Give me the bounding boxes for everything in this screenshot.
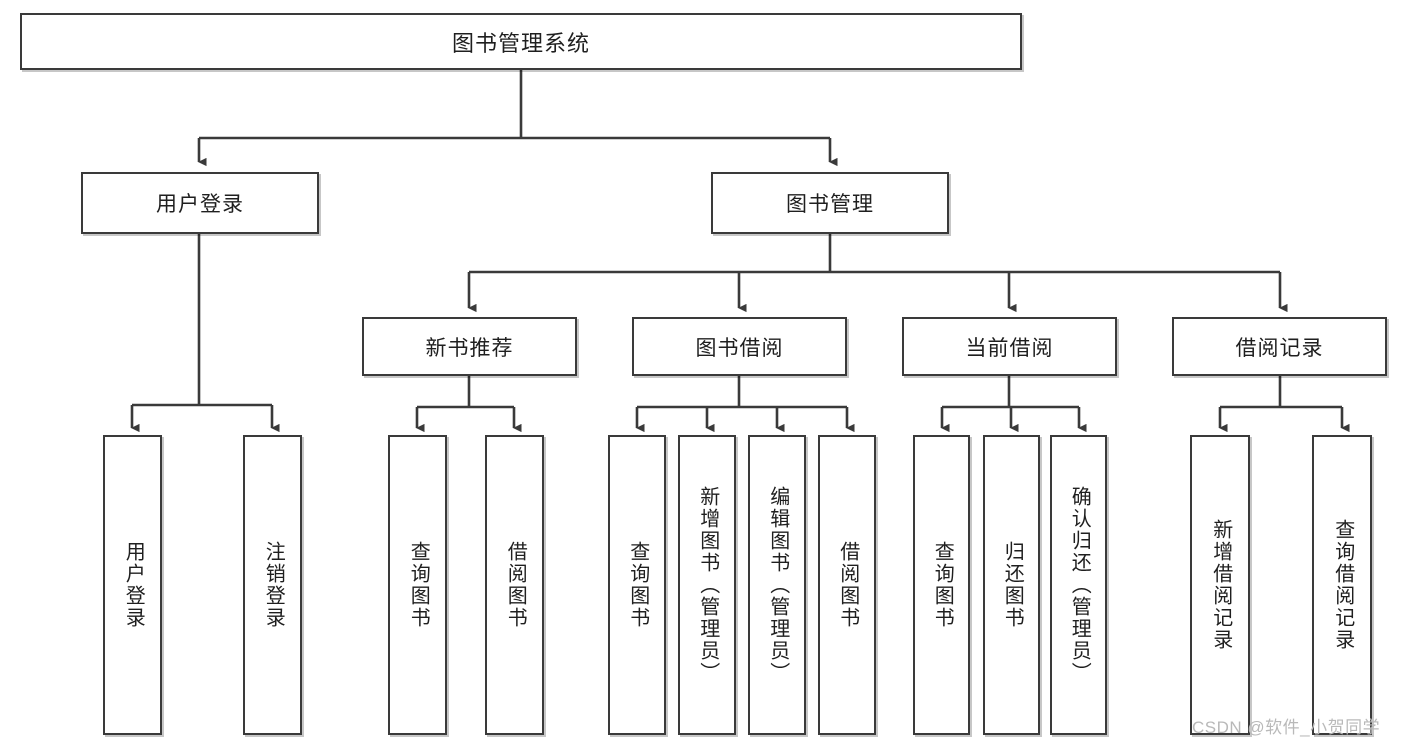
node-label: 用户登录 — [156, 193, 244, 216]
node-book-borrow[interactable]: 图书借阅 — [632, 317, 847, 376]
leaf-user-login-logout[interactable]: 注销登录 — [243, 435, 302, 735]
node-label: 查询图书 — [407, 541, 430, 629]
node-label: 图书管理 — [786, 193, 874, 216]
node-user-login[interactable]: 用户登录 — [81, 172, 319, 234]
node-label: 用户登录 — [122, 541, 145, 629]
node-new-book-recommend[interactable]: 新书推荐 — [362, 317, 577, 376]
node-label: 查询借阅记录 — [1331, 519, 1354, 651]
node-label: 图书借阅 — [695, 336, 784, 360]
csdn-watermark: CSDN @软件_小贺同学 — [1192, 718, 1381, 737]
node-label: 编辑图书（管理员） — [766, 486, 789, 684]
node-label: 借阅图书 — [504, 541, 527, 629]
node-current-borrow[interactable]: 当前借阅 — [902, 317, 1117, 376]
node-label: 借阅记录 — [1235, 336, 1324, 360]
node-label: 新增借阅记录 — [1209, 519, 1232, 651]
leaf-book-borrow-borrow[interactable]: 借阅图书 — [818, 435, 876, 735]
leaf-book-borrow-add-admin[interactable]: 新增图书（管理员） — [678, 435, 736, 735]
leaf-borrow-record-query[interactable]: 查询借阅记录 — [1312, 435, 1372, 735]
leaf-book-borrow-query[interactable]: 查询图书 — [608, 435, 666, 735]
node-label: 查询图书 — [626, 541, 649, 629]
node-label: 查询图书 — [931, 541, 954, 629]
leaf-current-borrow-confirm-admin[interactable]: 确认归还（管理员） — [1050, 435, 1107, 735]
node-label: 图书管理系统 — [451, 30, 590, 56]
leaf-new-book-query[interactable]: 查询图书 — [388, 435, 447, 735]
node-label: 新书推荐 — [425, 336, 514, 360]
leaf-current-borrow-return[interactable]: 归还图书 — [983, 435, 1040, 735]
node-borrow-record[interactable]: 借阅记录 — [1172, 317, 1387, 376]
leaf-book-borrow-edit-admin[interactable]: 编辑图书（管理员） — [748, 435, 806, 735]
node-label: 确认归还（管理员） — [1068, 486, 1091, 684]
node-label: 新增图书（管理员） — [696, 486, 719, 684]
node-label: 借阅图书 — [836, 541, 859, 629]
leaf-current-borrow-query[interactable]: 查询图书 — [913, 435, 970, 735]
node-label: 注销登录 — [262, 541, 285, 629]
leaf-borrow-record-add[interactable]: 新增借阅记录 — [1190, 435, 1250, 735]
node-root-book-management-system[interactable]: 图书管理系统 — [20, 13, 1022, 70]
leaf-user-login-login[interactable]: 用户登录 — [103, 435, 162, 735]
node-book-management[interactable]: 图书管理 — [711, 172, 949, 234]
node-label: 当前借阅 — [965, 336, 1054, 360]
leaf-new-book-borrow[interactable]: 借阅图书 — [485, 435, 544, 735]
node-label: 归还图书 — [1001, 541, 1024, 629]
